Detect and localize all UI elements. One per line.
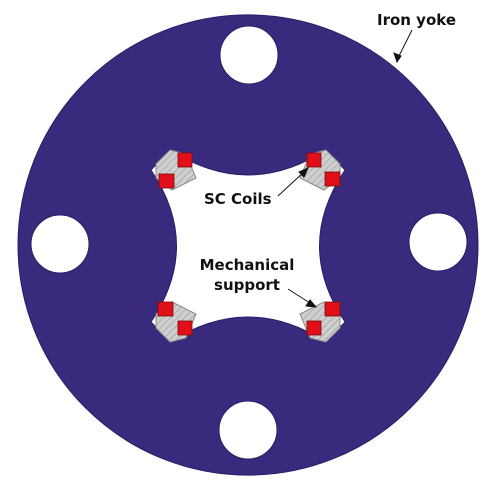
mechanical-support-arrowhead: [305, 299, 318, 308]
sc-coil-pack-top-left: [155, 149, 197, 191]
iron-yoke-arrowhead: [393, 52, 402, 64]
sc-coil-pack-bottom-left: [155, 301, 197, 343]
mechanical-support-label: Mechanical support: [199, 256, 295, 294]
sc-coil-block: [306, 320, 322, 336]
sc-coil-pack-bottom-right: [299, 301, 341, 343]
sc-coil-block: [324, 301, 341, 317]
iron-yoke-disk: [17, 14, 479, 476]
sc-coil-pack-top-right: [299, 149, 341, 191]
sc-coil-block: [324, 171, 341, 187]
sc-coils-arrowhead: [298, 167, 309, 178]
sc-coil-block: [157, 301, 174, 317]
sc-coils-label: SC Coils: [204, 190, 272, 208]
sc-coil-block: [177, 320, 193, 336]
sc-coil-block: [177, 152, 193, 168]
sc-coil-block: [158, 173, 175, 189]
sc-coil-block: [306, 152, 322, 168]
iron-yoke-label: Iron yoke: [377, 11, 457, 29]
